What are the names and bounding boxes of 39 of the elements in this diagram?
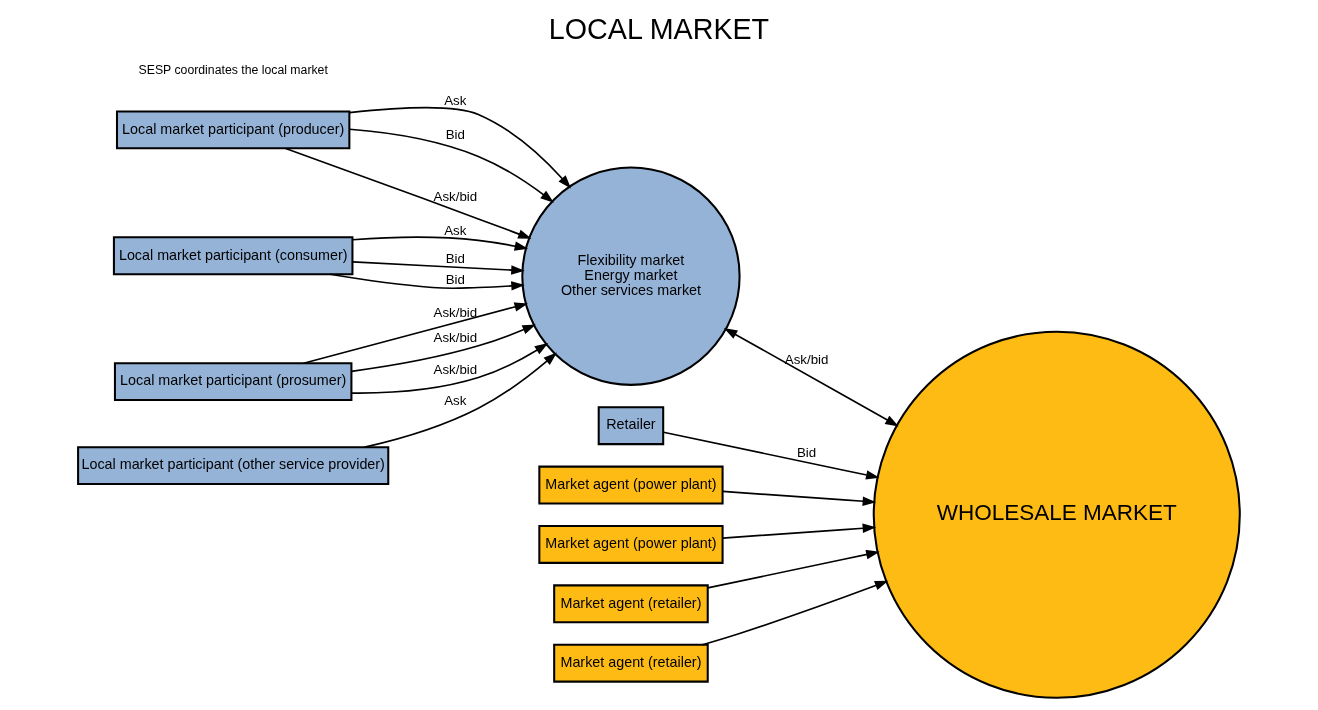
edge-label: Bid <box>796 444 817 460</box>
label: SESP coordinates the local market <box>138 62 328 77</box>
node-box: Local market participant (prosumer) <box>113 362 353 402</box>
edge-label: Ask/bid <box>433 361 478 377</box>
arrow <box>302 302 528 364</box>
edge-label: Ask/bid <box>433 304 478 320</box>
edge-label: Ask/bid <box>784 351 829 367</box>
arrow <box>723 327 899 427</box>
arrow <box>351 236 529 251</box>
arrow <box>662 431 880 480</box>
edge-label: Ask <box>444 222 467 238</box>
node-box: Market agent (retailer) <box>553 643 709 683</box>
arrow <box>701 580 889 646</box>
arrow <box>284 147 532 239</box>
arrow <box>350 343 549 394</box>
arrow <box>721 523 877 539</box>
arrow <box>350 324 536 373</box>
diagram-title: LOCAL MARKET <box>548 13 770 46</box>
node-box: Market agent (power plant) <box>538 465 724 505</box>
edge-label: Ask <box>444 92 467 108</box>
edge-label: Ask <box>444 392 467 408</box>
arrow <box>348 128 554 203</box>
arrow <box>721 490 877 506</box>
edge-label: Bid <box>445 127 465 143</box>
edge-label: Bid <box>445 251 465 267</box>
node-box: Retailer <box>597 406 665 446</box>
node-box: Local market participant (other service provider) <box>77 446 390 486</box>
node-box: Local market participant (consumer) <box>112 236 354 276</box>
arrow <box>329 273 525 291</box>
node-box: Market agent (retailer) <box>553 584 709 624</box>
arrow <box>351 261 525 275</box>
node-box: Local market participant (producer) <box>115 110 351 150</box>
edge-label: Ask/bid <box>433 188 478 204</box>
arrow <box>348 106 571 189</box>
arrow <box>706 549 880 589</box>
edge-label: Bid <box>445 271 465 287</box>
arrow <box>363 352 557 448</box>
node-box: Market agent (power plant) <box>538 525 724 564</box>
edge-label: Ask/bid <box>433 330 478 346</box>
